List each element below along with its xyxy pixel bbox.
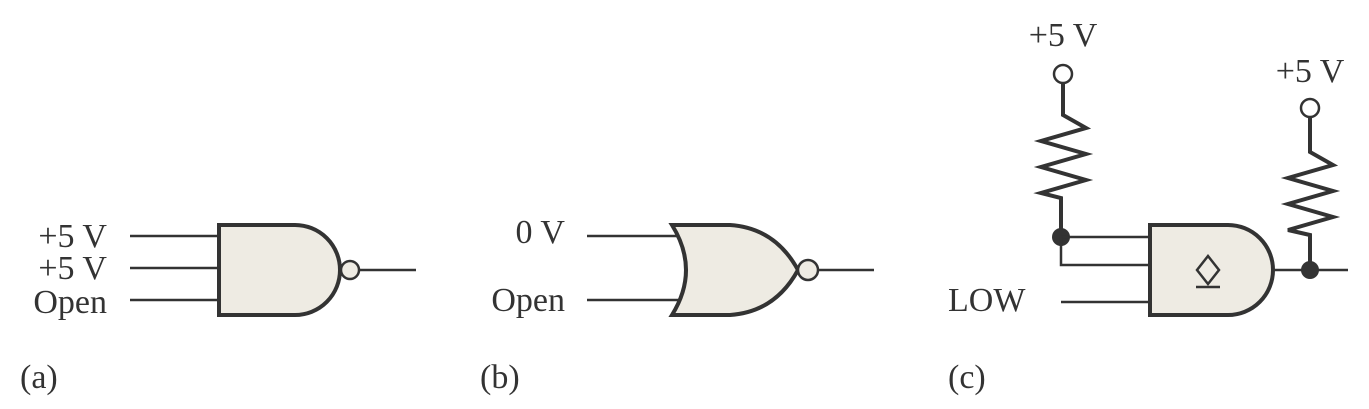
caption-a: (a) <box>20 359 58 396</box>
wire <box>1059 237 1150 267</box>
inversion-bubble <box>796 258 820 282</box>
circuit-b: 0 V Open (b) <box>480 214 874 396</box>
label-c-supply-left: +5 V <box>1029 17 1098 54</box>
inversion-bubble <box>339 259 361 281</box>
label-b-input-1: 0 V <box>516 214 566 251</box>
label-c-input-low: LOW <box>948 282 1026 319</box>
caption-b: (b) <box>480 359 520 396</box>
circuit-c: +5 V LOW +5 V (c) <box>948 17 1348 396</box>
supply-terminal <box>1299 97 1321 119</box>
and-gate-body <box>1148 223 1275 317</box>
supply-terminal <box>1052 63 1074 85</box>
junction-dot <box>1301 261 1319 279</box>
pull-up-resistor-right <box>1280 117 1341 270</box>
nand-gate-body <box>217 223 342 317</box>
label-b-input-2: Open <box>491 282 565 319</box>
label-c-supply-right: +5 V <box>1276 53 1345 90</box>
label-a-input-2: +5 V <box>38 250 107 287</box>
pull-up-resistor-left <box>1033 83 1094 237</box>
open-collector-icon <box>1195 253 1221 289</box>
caption-c: (c) <box>948 359 986 396</box>
nor-gate-body <box>668 223 801 317</box>
circuit-a: +5 V +5 V Open (a) <box>20 218 416 396</box>
label-a-input-1: +5 V <box>38 218 107 255</box>
label-a-input-3: Open <box>33 284 107 321</box>
